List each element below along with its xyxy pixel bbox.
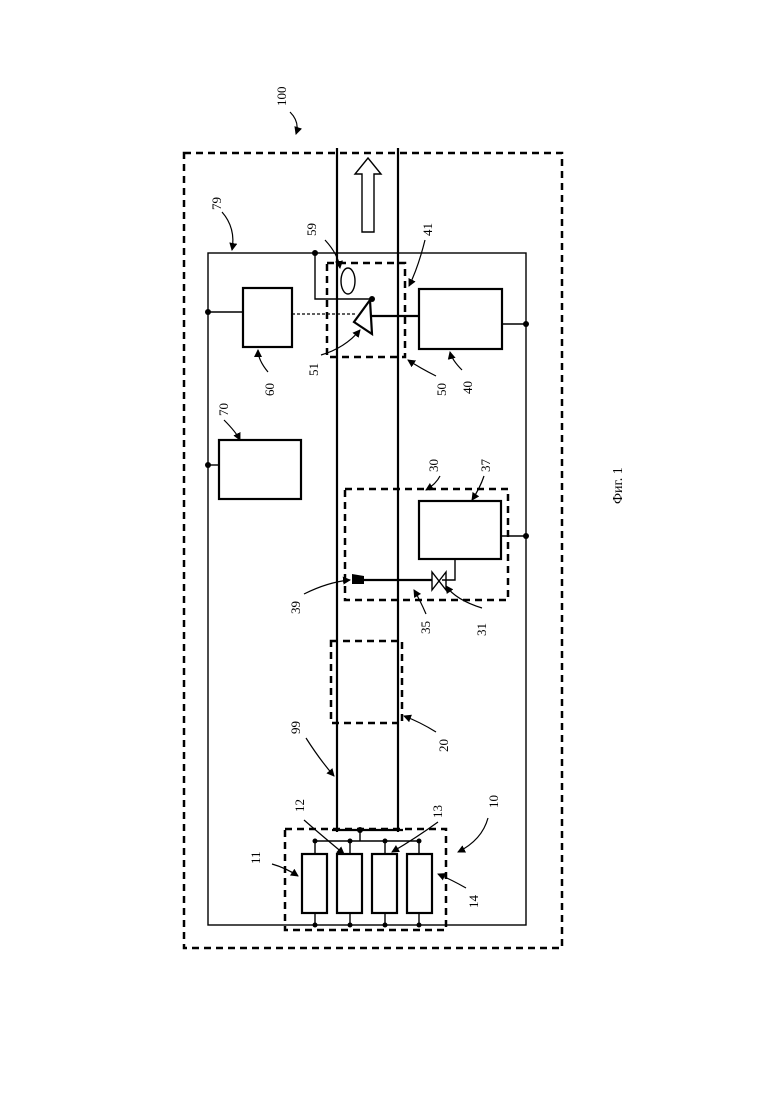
label-100: 100 [274, 87, 289, 107]
label-59: 59 [304, 223, 319, 236]
label-14: 14 [466, 895, 481, 909]
valve-31 [432, 572, 446, 590]
figure-caption: Фиг. 1 [611, 467, 626, 504]
label-40: 40 [460, 381, 475, 394]
label-70: 70 [216, 403, 231, 416]
label-10: 10 [486, 795, 501, 808]
label-41: 41 [420, 223, 435, 236]
cell-11 [302, 854, 327, 913]
label-20: 20 [436, 739, 451, 752]
cell-13 [372, 854, 397, 913]
label-39: 39 [288, 601, 303, 614]
junction-40 [523, 321, 529, 327]
label-79: 79 [209, 197, 224, 210]
section-50 [327, 263, 405, 357]
control-loop-79 [208, 253, 526, 925]
junction-51 [369, 296, 375, 302]
label-50: 50 [434, 383, 449, 396]
pipe-37-31 [442, 559, 455, 580]
tank-37 [419, 501, 501, 559]
sensor-59 [341, 268, 355, 294]
label-60: 60 [262, 383, 277, 396]
section-20 [331, 641, 402, 723]
junction-bus [357, 827, 363, 833]
label-30: 30 [426, 459, 441, 472]
flow-direction-arrow [355, 158, 381, 232]
nozzle-39 [352, 574, 364, 584]
label-13: 13 [430, 805, 445, 818]
label-51: 51 [306, 363, 321, 376]
label-37: 37 [478, 459, 493, 473]
label-12: 12 [292, 799, 307, 812]
junction-59 [312, 250, 318, 256]
cell-12 [337, 854, 362, 913]
label-35: 35 [418, 621, 433, 634]
label-11: 11 [248, 851, 263, 864]
label-31: 31 [474, 623, 489, 636]
junction-37 [523, 533, 529, 539]
injector-51 [354, 300, 372, 334]
junction-70 [205, 462, 211, 468]
unit-70 [219, 440, 301, 499]
label-99: 99 [288, 721, 303, 734]
battery-cells [302, 839, 432, 928]
junction-60 [205, 309, 211, 315]
unit-40 [419, 289, 502, 349]
cell-14 [407, 854, 432, 913]
unit-60 [243, 288, 292, 347]
